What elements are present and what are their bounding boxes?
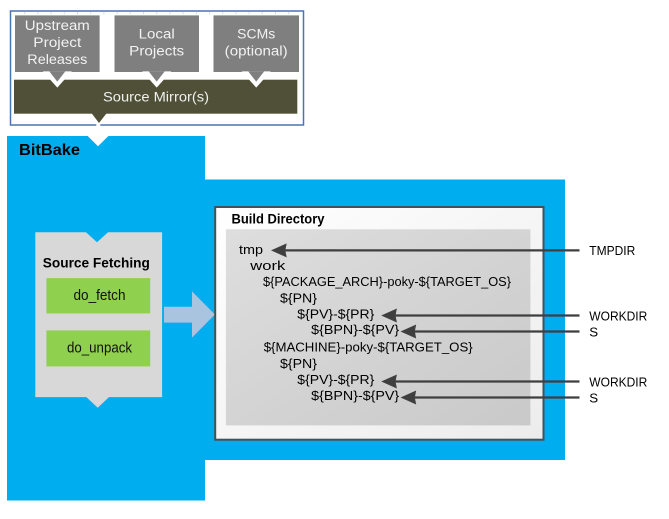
svg-text:WORKDIR: WORKDIR bbox=[589, 308, 647, 323]
svg-text:Project: Project bbox=[33, 35, 81, 50]
svg-text:TMPDIR: TMPDIR bbox=[589, 243, 635, 258]
svg-text:Projects: Projects bbox=[129, 44, 184, 59]
svg-text:do_unpack: do_unpack bbox=[67, 341, 133, 357]
svg-text:Releases: Releases bbox=[27, 52, 87, 67]
svg-text:${PN}: ${PN} bbox=[280, 356, 318, 371]
svg-text:do_fetch: do_fetch bbox=[74, 288, 126, 304]
svg-text:tmp: tmp bbox=[239, 242, 263, 257]
svg-text:S: S bbox=[589, 324, 598, 339]
svg-text:${BPN}-${PV}: ${BPN}-${PV} bbox=[311, 388, 400, 403]
svg-text:${MACHINE}-poky-${TARGET_OS}: ${MACHINE}-poky-${TARGET_OS} bbox=[264, 340, 474, 355]
svg-text:${PV}-${PR}: ${PV}-${PR} bbox=[297, 306, 375, 321]
svg-text:Source Fetching: Source Fetching bbox=[43, 256, 150, 271]
svg-text:Upstream: Upstream bbox=[25, 18, 90, 33]
svg-text:SCMs: SCMs bbox=[237, 27, 275, 42]
svg-text:Source Mirror(s): Source Mirror(s) bbox=[103, 90, 209, 105]
svg-text:WORKDIR: WORKDIR bbox=[589, 374, 647, 389]
svg-text:${PN}: ${PN} bbox=[280, 291, 318, 306]
svg-text:Build Directory: Build Directory bbox=[232, 210, 325, 226]
svg-text:work: work bbox=[249, 258, 286, 273]
svg-text:(optional): (optional) bbox=[225, 44, 288, 59]
svg-text:BitBake: BitBake bbox=[19, 142, 80, 159]
svg-text:${PV}-${PR}: ${PV}-${PR} bbox=[297, 372, 375, 387]
svg-text:${BPN}-${PV}: ${BPN}-${PV} bbox=[311, 322, 400, 337]
svg-text:${PACKAGE_ARCH}-poky-${TARGET_: ${PACKAGE_ARCH}-poky-${TARGET_OS} bbox=[263, 274, 512, 289]
svg-text:Local: Local bbox=[139, 27, 175, 42]
svg-text:S: S bbox=[589, 390, 598, 405]
